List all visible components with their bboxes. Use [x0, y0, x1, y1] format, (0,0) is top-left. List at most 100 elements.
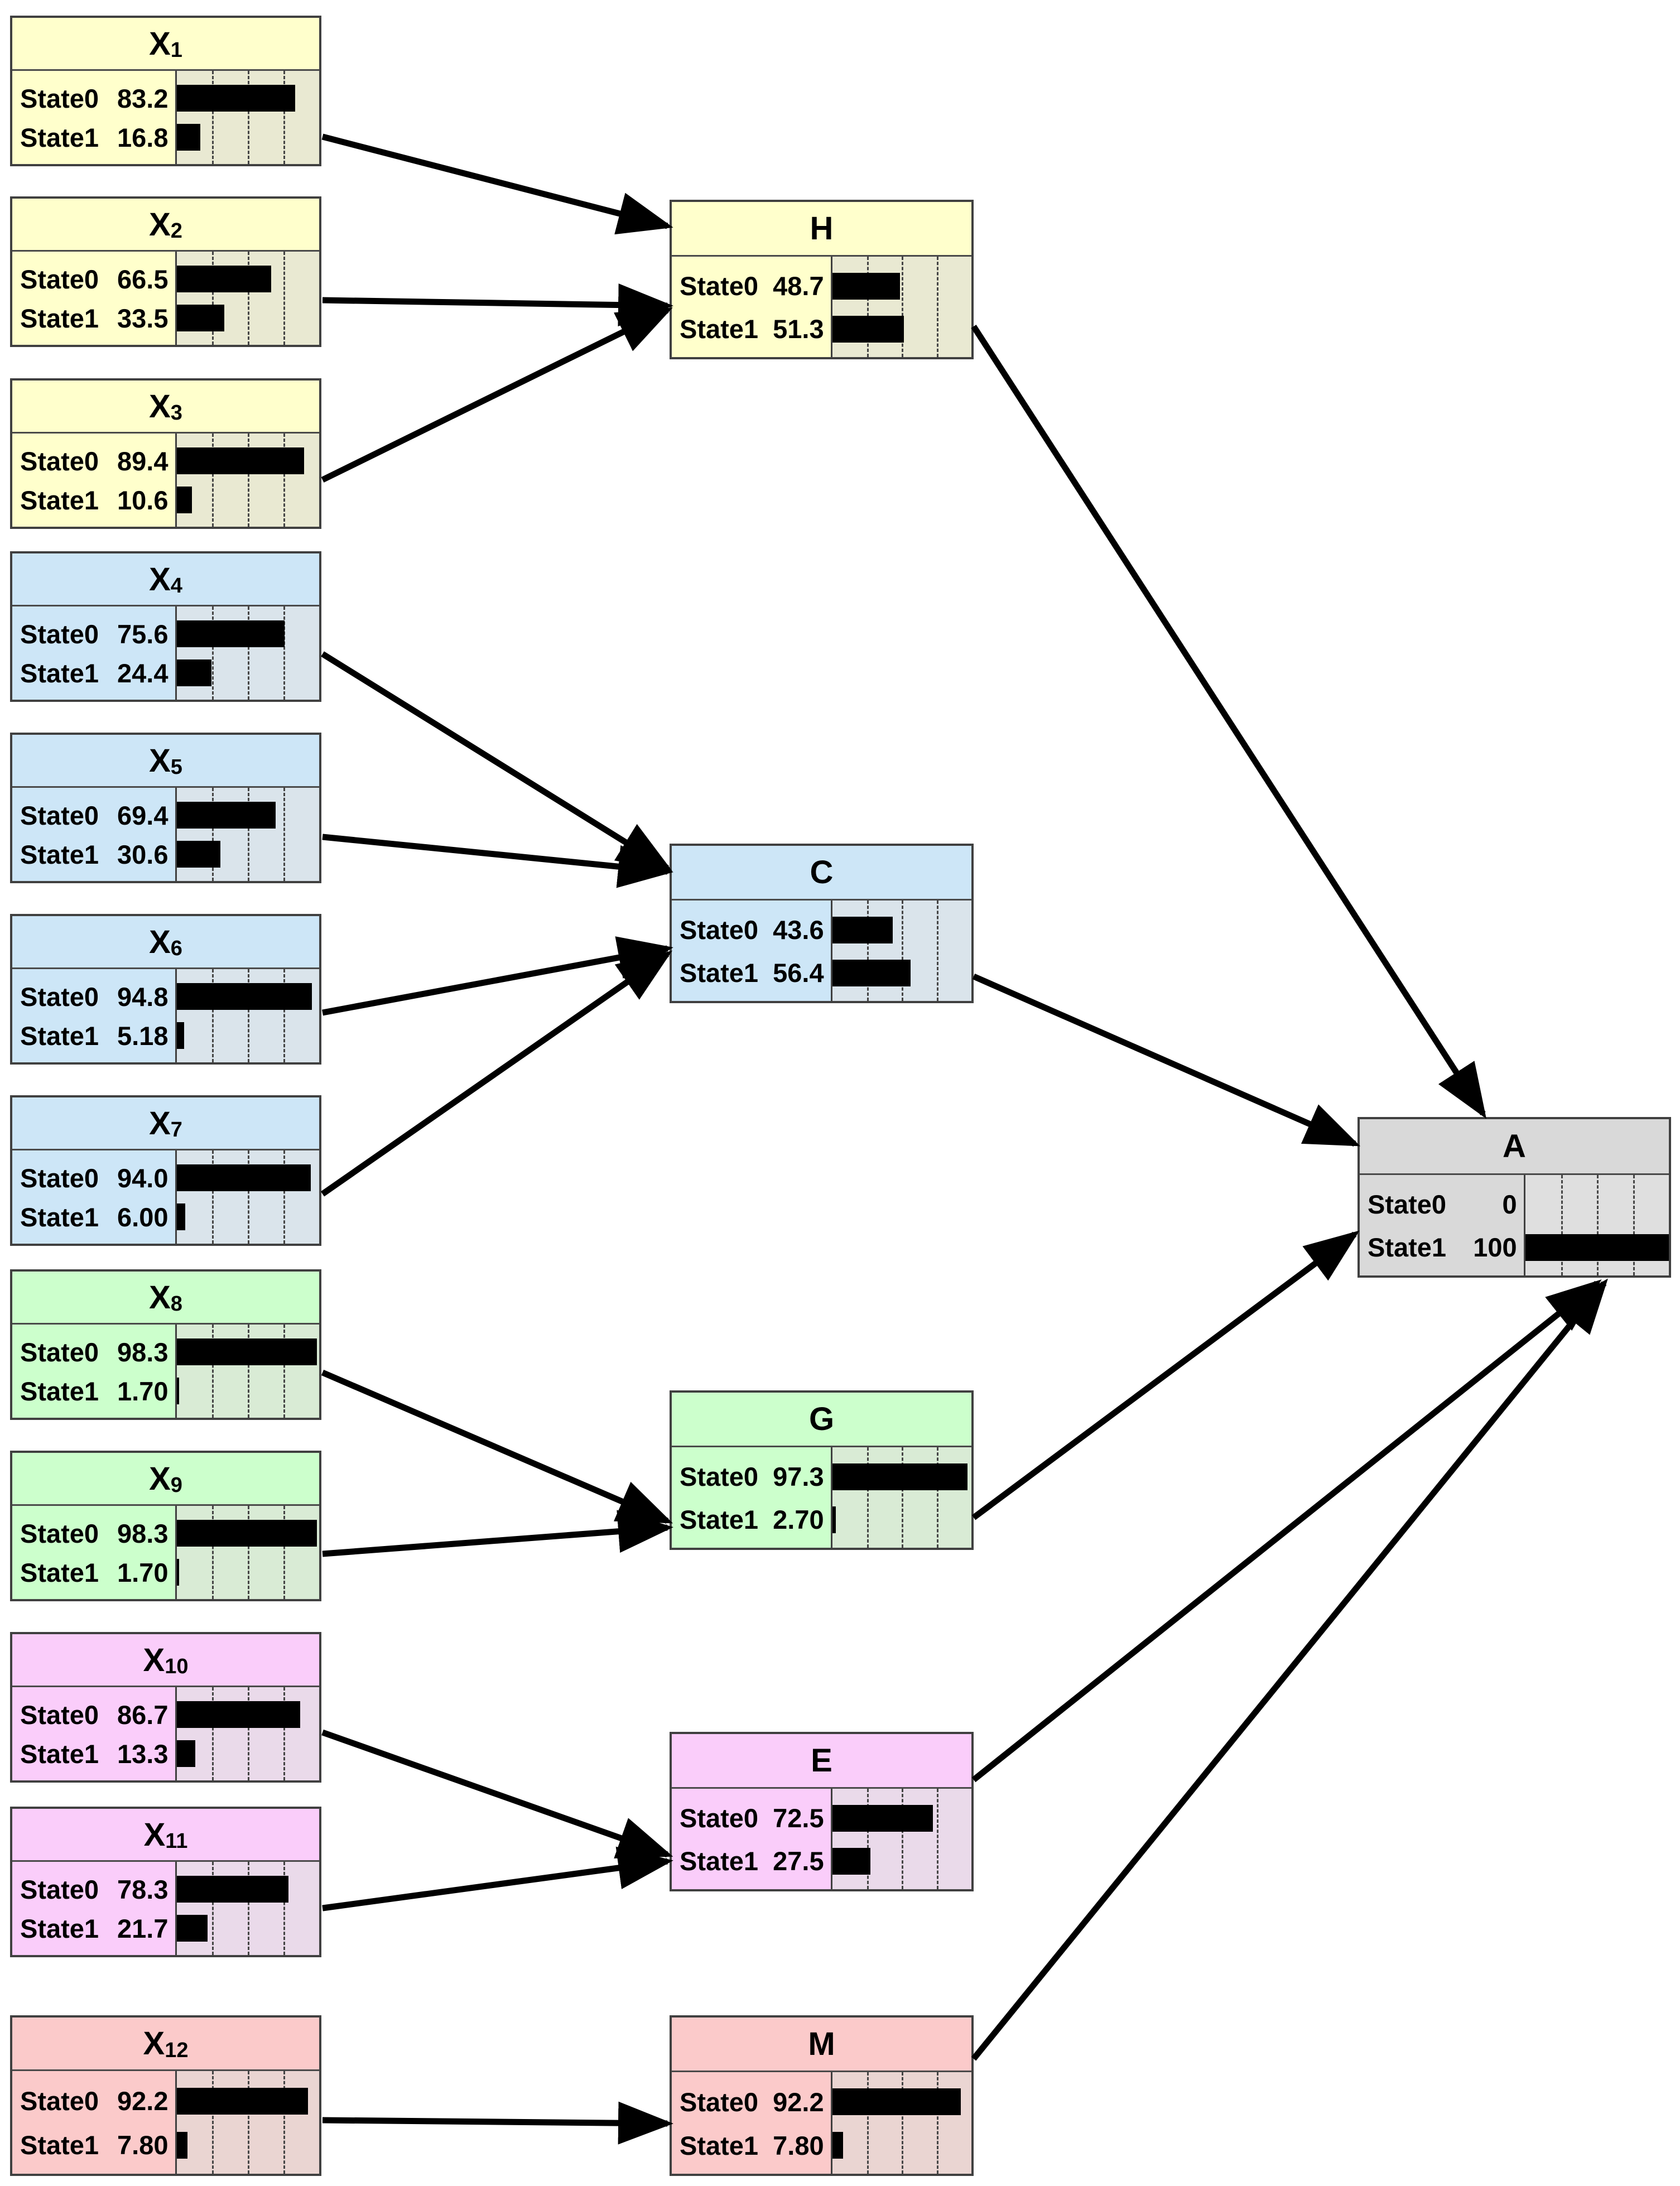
state-probability-value: 24.4 [117, 658, 169, 688]
gridline-50pct [902, 1447, 904, 1548]
gridline-25pct [212, 1687, 214, 1780]
probability-bar-chart [175, 1687, 319, 1780]
state-row: State1 13.3 [20, 1734, 169, 1773]
state-label-area: State0 92.2 State1 7.80 [12, 2071, 175, 2174]
state-name: State0 [680, 271, 759, 301]
state-row: State1 24.4 [20, 653, 169, 692]
state-name: State1 [20, 1202, 99, 1232]
edge-X2-H [322, 283, 673, 327]
node-body: State0 0 State1 100 [1360, 1175, 1669, 1275]
state-probability-value: 98.3 [117, 1337, 169, 1367]
node-title: H [672, 202, 971, 257]
probability-bar [176, 124, 201, 151]
state-row: State1 30.6 [20, 835, 169, 874]
probability-bar [176, 266, 272, 292]
node-body: State0 86.7 State1 13.3 [12, 1687, 319, 1780]
state-probability-value: 43.6 [773, 915, 824, 945]
gridline-75pct [936, 901, 938, 1001]
node-title-text: G [808, 1401, 835, 1437]
gridline-50pct [902, 1789, 904, 1889]
gridline-25pct [867, 1447, 869, 1548]
node-H[interactable]: H State0 48.7 State1 51.3 [670, 200, 974, 359]
gridline-50pct [248, 1325, 250, 1418]
node-body: State0 98.3 State1 1.70 [12, 1325, 319, 1418]
gridline-50pct [248, 71, 250, 164]
probability-bar [176, 1378, 179, 1404]
state-row: State0 75.6 [20, 614, 169, 653]
node-body: State0 43.6 State1 56.4 [672, 901, 971, 1001]
state-name: State0 [20, 981, 99, 1012]
state-probability-value: 21.7 [117, 1913, 169, 1943]
state-label-area: State0 94.0 State1 6.00 [12, 1150, 175, 1244]
probability-bar-chart [175, 2071, 319, 2174]
state-row: State0 83.2 [20, 79, 169, 118]
node-title-text: X [149, 25, 171, 62]
node-title: C [672, 846, 971, 901]
probability-bar-chart [830, 257, 971, 357]
state-row: State1 2.70 [680, 1498, 824, 1541]
node-title-subscript: 1 [170, 38, 182, 62]
state-label-area: State0 66.5 State1 33.5 [12, 252, 175, 345]
edge-X1-H [321, 133, 673, 235]
state-row: State1 56.4 [680, 951, 824, 994]
edge-G-A [971, 1230, 1360, 1520]
gridline-25pct [212, 71, 214, 164]
node-body: State0 66.5 State1 33.5 [12, 252, 319, 345]
state-name: State1 [20, 303, 99, 333]
state-row: State1 51.3 [680, 307, 824, 350]
gridline-75pct [283, 1862, 286, 1955]
state-probability-value: 75.6 [117, 619, 169, 649]
gridline-75pct [283, 252, 286, 345]
node-M[interactable]: M State0 92.2 State1 7.80 [670, 2015, 974, 2176]
state-row: State0 72.5 [680, 1797, 824, 1840]
probability-bar [176, 447, 304, 474]
node-body: State0 98.3 State1 1.70 [12, 1506, 319, 1599]
probability-bar-chart [175, 1325, 319, 1418]
state-name: State1 [680, 958, 759, 988]
probability-bar-chart [830, 1789, 971, 1889]
node-title-subscript: 5 [170, 755, 182, 779]
state-name: State0 [20, 264, 99, 294]
node-body: State0 83.2 State1 16.8 [12, 71, 319, 164]
gridline-25pct [212, 606, 214, 700]
node-title-text: X [143, 1816, 166, 1853]
state-row: State0 92.2 [680, 2080, 824, 2124]
state-label-area: State0 97.3 State1 2.70 [672, 1447, 831, 1548]
node-title-text: X [149, 388, 171, 425]
gridline-50pct [902, 901, 904, 1001]
node-C[interactable]: C State0 43.6 State1 56.4 [670, 844, 974, 1003]
state-label-area: State0 75.6 State1 24.4 [12, 606, 175, 700]
gridline-50pct [248, 606, 250, 700]
edge-X7-C [320, 950, 673, 1197]
state-probability-value: 94.0 [117, 1163, 169, 1193]
state-probability-value: 69.4 [117, 800, 169, 830]
node-A[interactable]: A State0 0 State1 100 [1358, 1117, 1671, 1278]
node-G[interactable]: G State0 97.3 State1 2.70 [670, 1390, 974, 1550]
node-title-text: X [149, 742, 171, 779]
probability-bar [832, 916, 893, 943]
state-name: State0 [680, 1462, 759, 1491]
node-title-subscript: 2 [170, 219, 182, 243]
probability-bar [176, 1022, 184, 1049]
node-E[interactable]: E State0 72.5 State1 27.5 [670, 1732, 974, 1891]
gridline-50pct [248, 1687, 250, 1780]
state-probability-value: 7.80 [773, 2130, 824, 2160]
node-body: State0 48.7 State1 51.3 [672, 257, 971, 357]
state-row: State0 48.7 [680, 264, 824, 307]
gridline-75pct [283, 71, 286, 164]
node-title-text: X [149, 561, 171, 598]
probability-bar [176, 2131, 188, 2159]
